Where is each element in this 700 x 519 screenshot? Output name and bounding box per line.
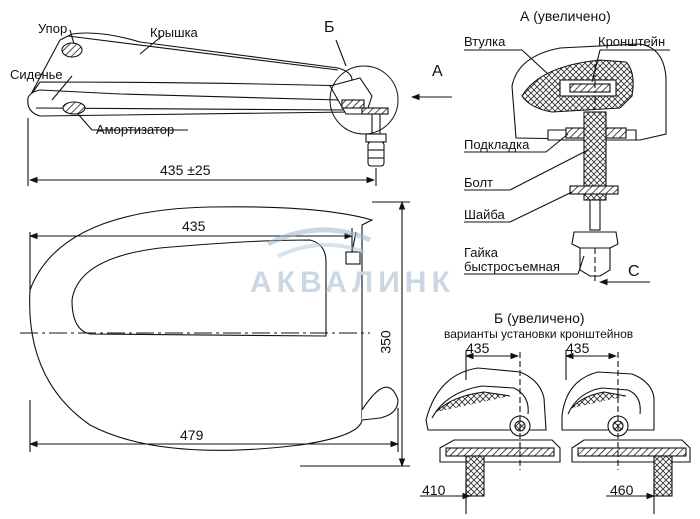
title-view-b: Б (увеличено) (494, 310, 585, 326)
dim-var1-top: 435 (466, 340, 490, 356)
side-view (27, 29, 452, 186)
label-kryshka: Крышка (150, 25, 198, 40)
callout-b: Б (324, 19, 335, 36)
dim-top-total: 479 (180, 427, 204, 443)
label-bolt: Болт (464, 175, 494, 190)
top-view (20, 200, 410, 468)
label-kronshtein: Кронштейн (598, 34, 666, 49)
label-vtulka: Втулка (464, 34, 506, 49)
label-sidenie: Сиденье (10, 67, 63, 82)
dim-top-inner: 435 (182, 218, 206, 234)
subtitle-view-b: варианты установки кронштейнов (444, 327, 634, 341)
dim-side-length: 435 ±25 (160, 162, 211, 178)
label-gaika-line2: быстросъемная (464, 259, 560, 274)
dim-var1-bottom: 410 (422, 482, 446, 498)
label-podkladka: Подкладка (464, 137, 530, 152)
label-gaika-line1: Гайка (464, 245, 499, 260)
callout-c: С (628, 263, 640, 280)
watermark-text: АКВАЛИНК (250, 266, 455, 299)
label-shaiba: Шайба (464, 207, 505, 222)
watermark-logo (266, 227, 372, 258)
label-upor: Упор (38, 21, 68, 36)
title-view-a: А (увеличено) (520, 8, 611, 24)
callout-a: А (432, 63, 443, 80)
view-a (464, 43, 670, 286)
view-b-variant-2 (561, 350, 691, 514)
label-amortizator: Амортизатор (96, 122, 175, 137)
view-b-variant-1 (420, 350, 561, 514)
dim-var2-bottom: 460 (610, 482, 634, 498)
dim-var2-top: 435 (566, 340, 590, 356)
dim-height: 350 (377, 330, 394, 354)
